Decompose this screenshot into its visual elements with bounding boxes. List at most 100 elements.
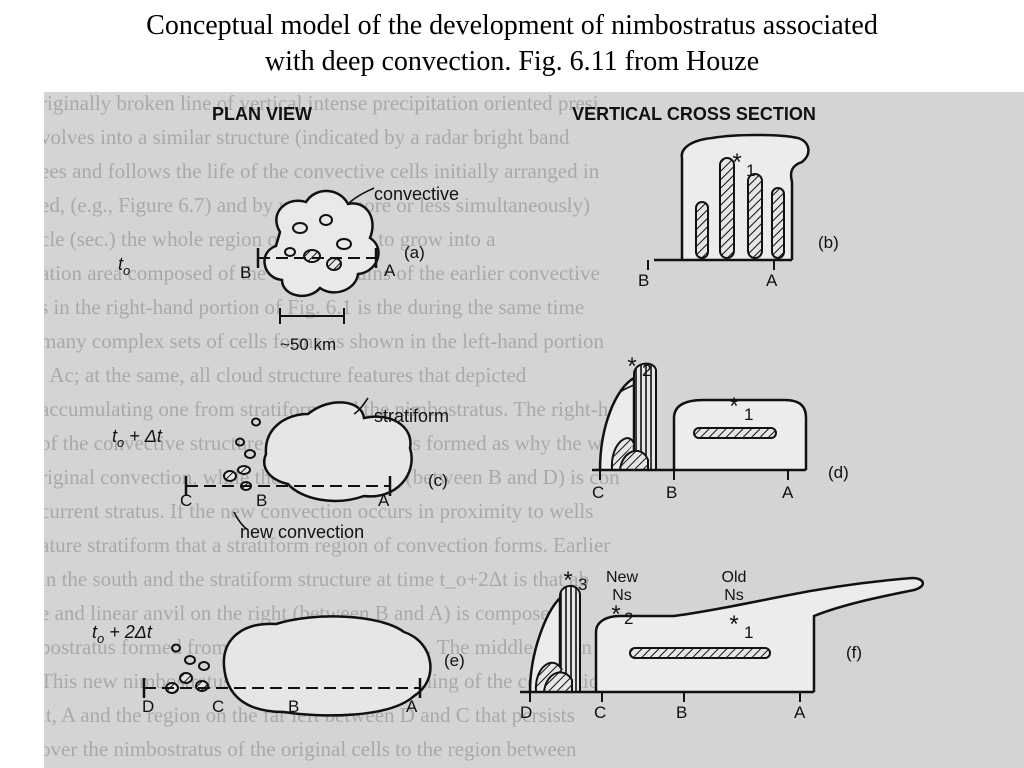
cell-number-3: 3 (578, 575, 587, 594)
cross-section-heading: VERTICAL CROSS SECTION (572, 104, 816, 124)
new-cell (195, 680, 209, 692)
cell-marker: * (611, 601, 620, 628)
convective-cell (284, 247, 296, 257)
precip-cell (543, 671, 573, 693)
new-cell (184, 655, 196, 665)
new-cell (179, 672, 193, 684)
svg-text:riginally broken line of verti: riginally broken line of vertical intens… (44, 92, 599, 115)
new-cell (198, 661, 210, 671)
cell-marker: * (729, 611, 738, 638)
cell-number-1: 1 (744, 405, 753, 424)
convective-pointer (347, 187, 375, 205)
point-a-label: A (782, 483, 794, 502)
cell-number-2: 2 (624, 609, 633, 628)
cell-marker: * (563, 567, 572, 594)
point-c-label: C (592, 483, 604, 502)
svg-text:many complex sets of cells for: many complex sets of cells forms as show… (44, 329, 604, 353)
point-a-label: A (766, 271, 778, 290)
scale-label: ~50 km (280, 335, 336, 354)
panel-c-letter: (c) (428, 471, 448, 490)
svg-text:. Ac; at the same, all cloud s: . Ac; at the same, all cloud structure f… (44, 363, 527, 387)
panel-b-letter: (b) (818, 233, 839, 252)
melting-band (693, 427, 777, 439)
time-label-a: to (118, 254, 130, 278)
title-line-1: Conceptual model of the development of n… (146, 10, 878, 41)
point-a-label: A (378, 491, 390, 510)
time-label-c: to + Δt (112, 426, 163, 450)
precip-cell (610, 437, 635, 471)
panel-e-plan-view: D C B A (e) to + 2Δt (92, 615, 465, 717)
precip-cell (695, 201, 709, 259)
old-ns-label-line2: Ns (724, 587, 744, 604)
convective-cell (326, 257, 342, 271)
cell-marker: * (729, 393, 738, 420)
stratiform-pointer (353, 397, 369, 415)
precip-cell (719, 157, 735, 259)
precip-cell (619, 449, 649, 471)
svg-text:in the south and the stratifor: in the south and the stratiform structur… (44, 567, 589, 591)
point-c-label: C (180, 491, 192, 510)
point-b-label: B (256, 491, 267, 510)
panel-a-letter: (a) (404, 243, 425, 262)
svg-text:volves into a similar structur: volves into a similar structure (indicat… (44, 125, 570, 149)
stratiform-cloud-outline (263, 401, 413, 503)
cell-number-1: 1 (744, 623, 753, 642)
convective-cell (336, 238, 352, 250)
point-b-label: B (666, 483, 677, 502)
stratiform-cloud-outline (222, 615, 432, 717)
svg-text:over the nimbostratus of the o: over the nimbostratus of the original ce… (44, 737, 577, 761)
convective-cell (292, 222, 308, 234)
panel-d-cross-section: * 2 * 1 C B A (d) (592, 353, 849, 502)
point-a-label: A (384, 261, 396, 280)
cell-marker: * (732, 149, 741, 176)
new-cell (237, 465, 251, 475)
panel-f-cross-section: * 3 * 2 * 1 New Ns Old Ns D C B A (f) (520, 567, 924, 722)
panel-e-letter: (e) (444, 651, 465, 670)
panel-f-letter: (f) (846, 643, 862, 662)
old-ns-label-line1: Old (722, 569, 747, 586)
precip-cell (771, 187, 785, 259)
convective-cell (303, 249, 321, 263)
point-b-label: B (240, 263, 251, 282)
nimbostratus-outline (594, 576, 924, 692)
label-convective: convective (374, 184, 459, 204)
cell-marker: * (627, 353, 636, 380)
point-b-label: B (638, 271, 649, 290)
svg-text:ees and follows the life of th: ees and follows the life of the convecti… (44, 159, 600, 183)
label-stratiform: stratiform (374, 406, 449, 426)
new-ns-label-line2: Ns (612, 587, 632, 604)
new-ns-label-line1: New (606, 569, 638, 586)
convective-cell (319, 214, 333, 226)
newest-convective-tower (559, 585, 581, 693)
point-a-label: A (406, 697, 418, 716)
point-b-label: B (288, 697, 299, 716)
point-d-label: D (142, 697, 154, 716)
time-label-e: to + 2Δt (92, 622, 153, 646)
slide-title: Conceptual model of the development of n… (0, 8, 1024, 80)
point-b-label: B (676, 703, 687, 722)
background-scan-text: riginally broken line of vertical intens… (44, 92, 639, 761)
new-convection-pointer (233, 511, 249, 531)
cell-number-2: 2 (642, 361, 651, 380)
panel-c-plan-view: stratiform C B A (c) to + Δt new convect… (112, 397, 449, 542)
houze-figure: riginally broken line of vertical intens… (44, 92, 1024, 768)
new-cell (244, 449, 256, 459)
cell-number-1: 1 (746, 161, 755, 180)
new-convective-tower (633, 362, 657, 471)
plan-view-heading: PLAN VIEW (212, 104, 312, 124)
new-cell (251, 417, 261, 427)
label-new-convection: new convection (240, 522, 364, 542)
panel-a-plan-view: convective B A (a) to ~50 km (118, 184, 459, 354)
new-cell (171, 643, 181, 653)
point-c-label: C (594, 703, 606, 722)
panel-b-cross-section: * 1 B A (b) (638, 133, 839, 290)
melting-band (629, 647, 771, 659)
svg-text:cle (sec.) the whole region of: cle (sec.) the whole region of stratifor… (44, 227, 496, 251)
precip-cell (747, 173, 763, 259)
title-line-2: with deep convection. Fig. 6.11 from Hou… (264, 46, 760, 77)
point-c-label: C (212, 697, 224, 716)
point-d-label: D (520, 703, 532, 722)
svg-text:current stratus. If the new co: current stratus. If the new convection o… (44, 499, 593, 523)
panel-d-letter: (d) (828, 463, 849, 482)
new-cell (235, 437, 245, 447)
